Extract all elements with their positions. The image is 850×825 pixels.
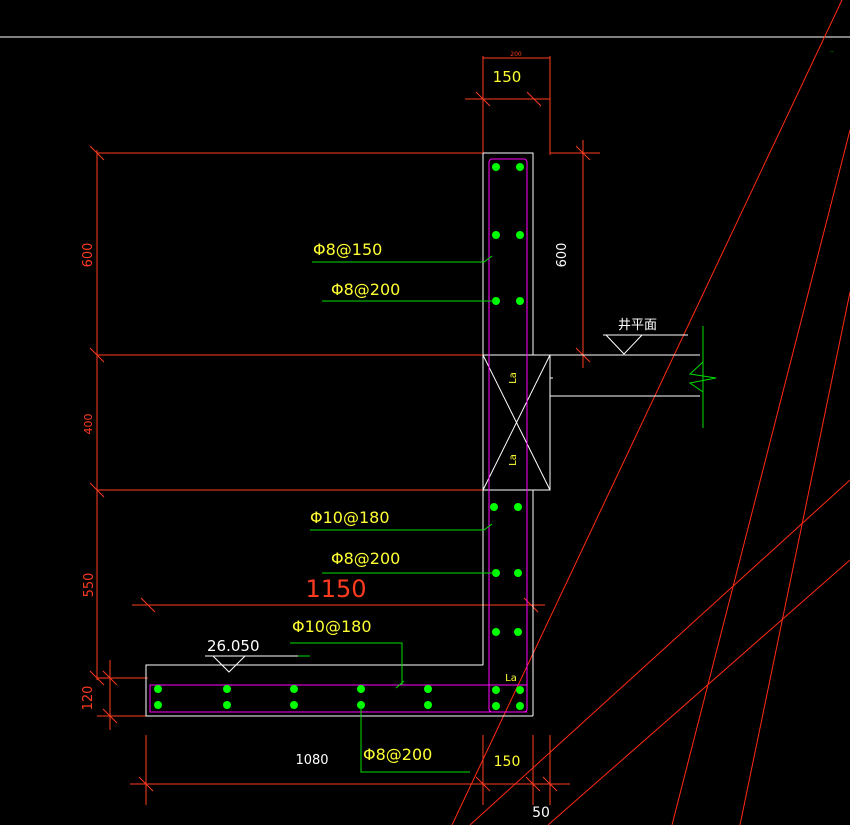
dim-left-400: 400 [82, 414, 95, 435]
dim-right-600: 600 [555, 243, 570, 268]
dimension-lines [89, 56, 600, 805]
corner-marker: .. [830, 47, 834, 54]
stirrups [149, 158, 528, 713]
rebar-dots [154, 163, 524, 710]
la-lower: La [508, 454, 519, 466]
leader-lines [290, 255, 496, 773]
label-mid-dist: Φ8@200 [331, 549, 400, 568]
label-slab-dist: Φ8@200 [363, 745, 432, 764]
dim-bottom-150: 150 [494, 754, 521, 770]
level-mark-elevation [205, 655, 298, 673]
dim-overall-1150: 1150 [305, 575, 366, 603]
dim-left-600: 600 [81, 243, 96, 268]
break-line [688, 326, 717, 428]
dim-left-550: 550 [82, 573, 97, 598]
elevation-text: 26.050 [207, 637, 260, 655]
label-slab-main: Φ10@180 [292, 617, 372, 636]
la-upper: La [508, 372, 519, 384]
dim-top-width: 150 [493, 68, 522, 86]
dim-bottom-1080: 1080 [295, 753, 328, 768]
well-plane-text: 井平面 [618, 318, 657, 333]
level-mark-well-plane [603, 334, 688, 355]
label-mid-main: Φ10@180 [310, 508, 390, 527]
dim-tiny-top: 200 [510, 51, 522, 58]
dim-bottom-50: 50 [532, 805, 550, 821]
label-upper-stirrup: Φ8@150 [313, 240, 382, 259]
la-corner: La [505, 673, 517, 684]
dim-left-120: 120 [81, 686, 96, 711]
label-upper-dist: Φ8@200 [331, 280, 400, 299]
structure-outline [145, 152, 700, 717]
